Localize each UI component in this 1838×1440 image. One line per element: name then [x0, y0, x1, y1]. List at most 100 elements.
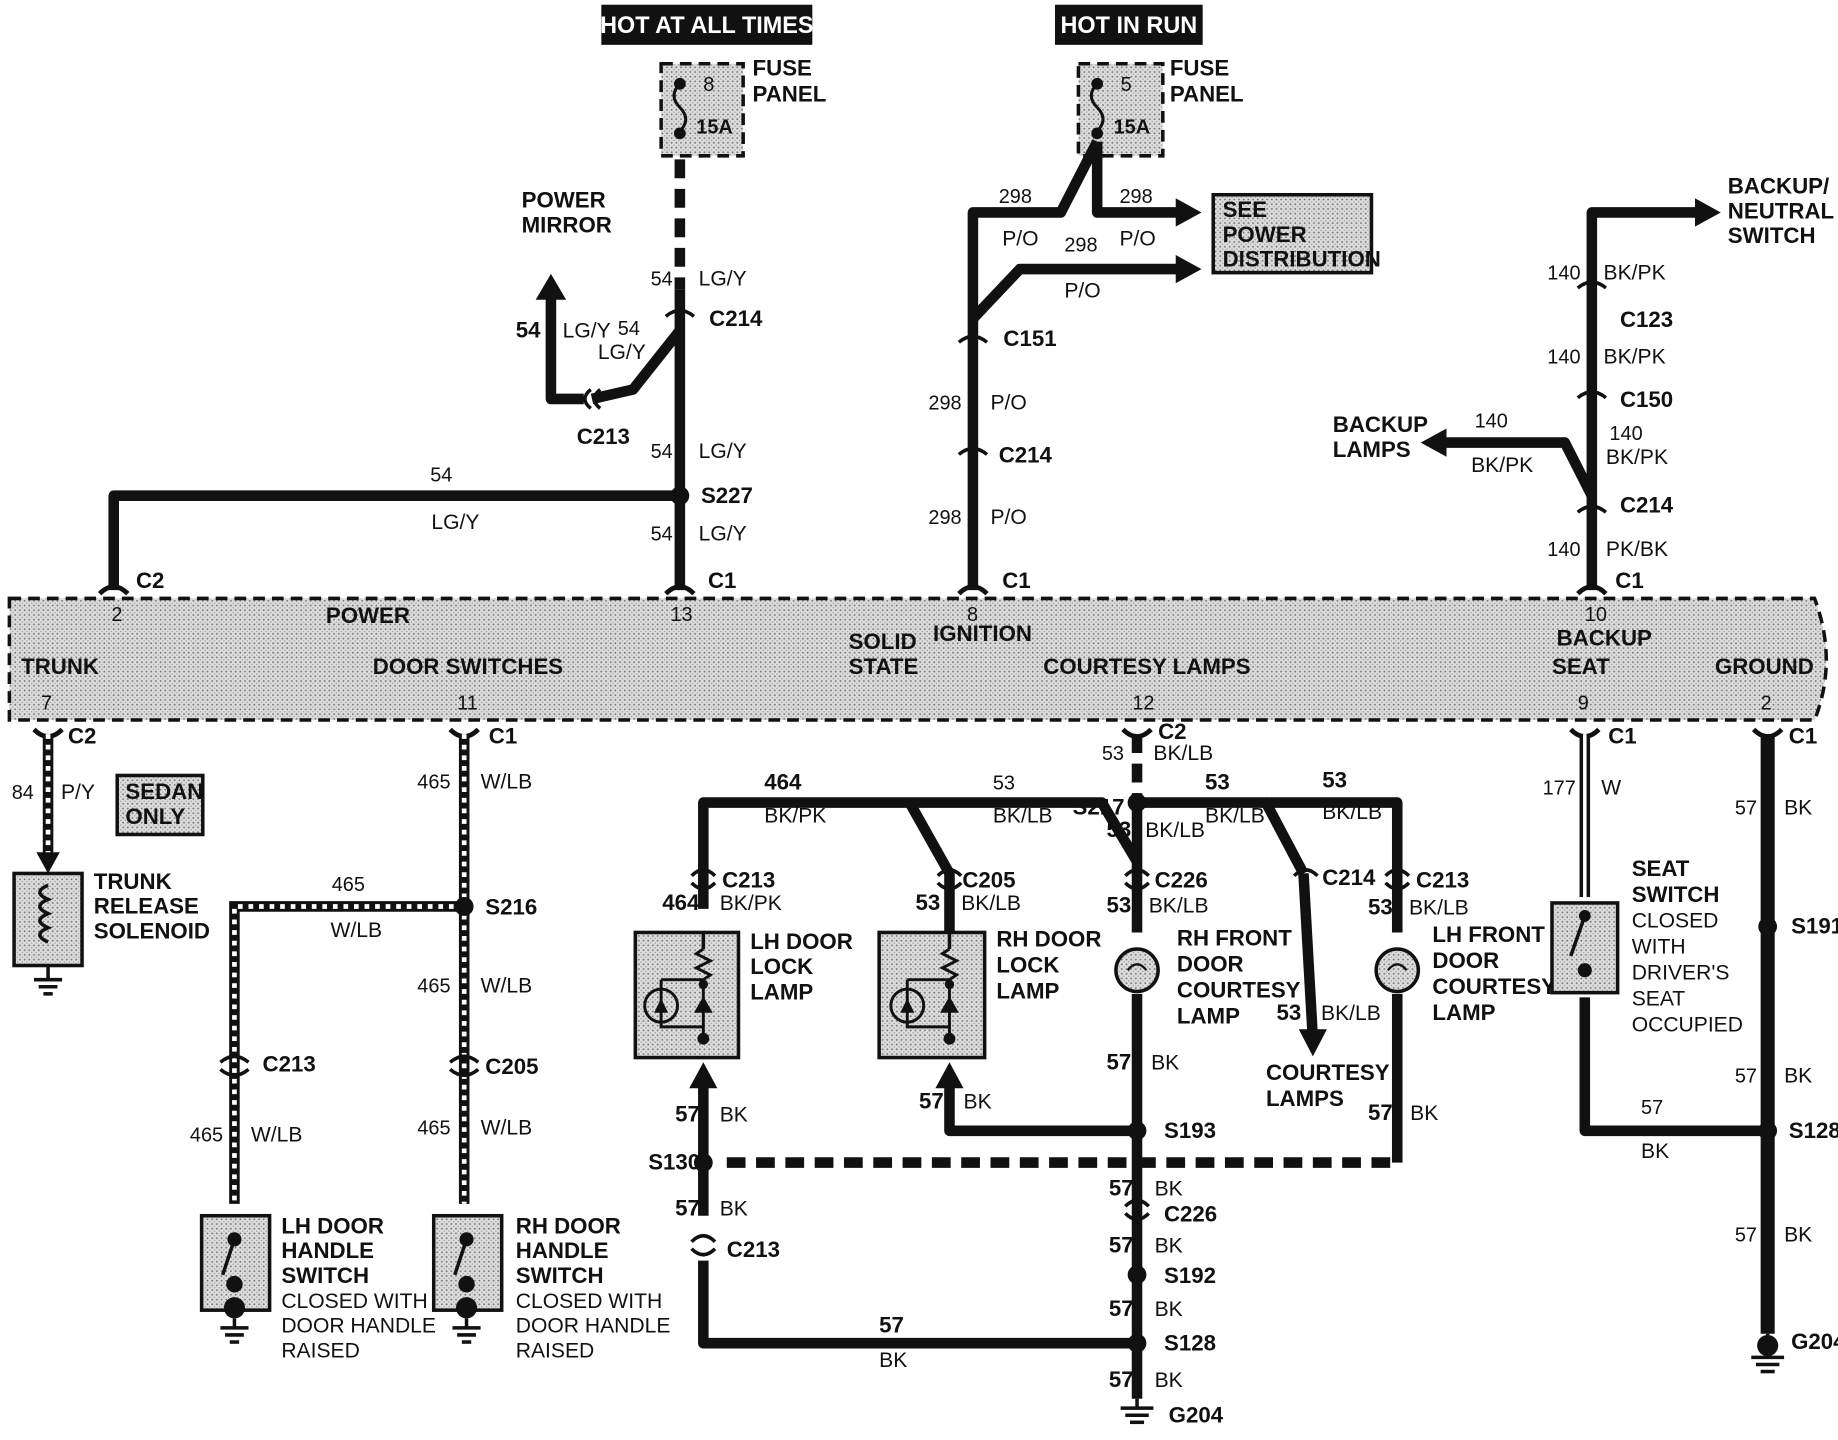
diagram-label: RELEASE	[94, 894, 199, 919]
diagram-label: 53	[993, 773, 1015, 795]
lh-front-door-courtesy-lamp	[1374, 947, 1421, 994]
trunk-release-solenoid	[12, 871, 84, 996]
fuse-panel-5: 5 15A FUSE PANEL	[1076, 55, 1244, 158]
connector-c214: C214	[709, 306, 763, 331]
splice-s128: S128	[1164, 1330, 1216, 1355]
connector-c1: C1	[1615, 568, 1643, 593]
diagram-label: DRIVER'S	[1632, 962, 1730, 985]
splice-s191: S191	[1791, 914, 1838, 939]
diagram-label: 57	[1735, 1065, 1757, 1087]
diagram-label: 54	[651, 524, 673, 546]
diagram-label: HOT AT ALL TIMES	[600, 12, 814, 38]
connector-c213: C213	[577, 424, 630, 449]
diagram-label: HANDLE	[281, 1238, 374, 1263]
diagram-label: LG/Y	[699, 268, 747, 291]
diagram-label: DOOR HANDLE	[516, 1315, 671, 1338]
connector-c1: C1	[1608, 724, 1636, 749]
diagram-label: CLOSED	[1632, 910, 1719, 933]
diagram-label: LAMP	[996, 978, 1059, 1003]
diagram-label: BACKUP	[1557, 626, 1652, 651]
diagram-label: SEE	[1223, 197, 1268, 222]
diagram-label: 15A	[1114, 116, 1151, 138]
diagram-label: PANEL	[1170, 81, 1244, 106]
diagram-label: COURTESY	[1432, 974, 1556, 999]
diagram-label: 54	[651, 441, 673, 463]
connector-c214: C214	[999, 443, 1053, 468]
diagram-label: POWER	[326, 603, 410, 628]
diagram-label: BK	[1155, 1178, 1183, 1201]
rh-front-door-courtesy-lamp	[1114, 947, 1160, 994]
diagram-label: BK/LB	[1145, 819, 1205, 842]
diagram-label: BK/PK	[1604, 345, 1666, 368]
circuit-465-door-switches	[219, 734, 480, 1204]
lh-door-handle-switch	[199, 1213, 272, 1344]
diagram-label: BK	[1784, 1224, 1812, 1247]
diagram-label: BK/PK	[764, 805, 826, 828]
diagram-label: 140	[1609, 423, 1642, 445]
diagram-label: BK/PK	[1606, 446, 1668, 469]
diagram-label: RAISED	[281, 1339, 360, 1362]
diagram-label: BK	[1151, 1051, 1179, 1074]
diagram-label: IGNITION	[933, 621, 1032, 646]
connector-c1: C1	[489, 724, 517, 749]
diagram-label: 5	[1121, 74, 1132, 96]
diagram-label: GROUND	[1715, 654, 1814, 679]
diagram-label: LH FRONT	[1432, 922, 1545, 947]
diagram-label: 465	[332, 874, 365, 896]
diagram-label: 57	[1109, 1176, 1134, 1201]
diagram-label: LAMP	[750, 980, 813, 1005]
diagram-label: RH FRONT	[1177, 925, 1292, 950]
diagram-label: PK/BK	[1606, 538, 1668, 561]
diagram-label: BK/LB	[1321, 1002, 1381, 1025]
diagram-label: W/LB	[251, 1123, 303, 1146]
diagram-label: STATE	[849, 654, 919, 679]
connector-c2: C2	[1158, 719, 1186, 744]
diagram-label: LAMPS	[1266, 1086, 1344, 1111]
diagram-label: BK	[964, 1090, 992, 1113]
diagram-label: BK	[1155, 1369, 1183, 1392]
diagram-label: 57	[1109, 1367, 1134, 1392]
diagram-label: 53	[1368, 895, 1393, 920]
seat-switch-ground-wire	[1579, 997, 1771, 1137]
diagram-label: BK/LB	[961, 892, 1021, 915]
splice-s227: S227	[701, 483, 753, 508]
connector-c213: C213	[722, 868, 775, 893]
circuit-53-courtesy-feed	[690, 734, 1411, 1057]
ground-g204: G204	[1791, 1329, 1838, 1354]
diagram-label: SWITCH	[1728, 223, 1816, 248]
diagram-label: SOLENOID	[94, 918, 210, 943]
diagram-label: 12	[1132, 692, 1154, 714]
splice-s216: S216	[485, 895, 537, 920]
see-power-distribution-note: SEE POWER DISTRIBUTION	[1211, 192, 1381, 275]
connector-c2: C2	[68, 724, 96, 749]
diagram-label: LAMPS	[1333, 437, 1411, 462]
solid-state-module: 2 13 8 10 POWER TRUNK DOOR SWITCHES SOLI…	[7, 596, 1829, 722]
diagram-label: 298	[1064, 234, 1097, 256]
diagram-label: PANEL	[753, 81, 827, 106]
diagram-label: MIRROR	[522, 212, 612, 237]
diagram-label: HANDLE	[516, 1238, 609, 1263]
circuit-57-ground-network	[689, 993, 1403, 1425]
diagram-label: 140	[1475, 410, 1508, 432]
diagram-label: LG/Y	[598, 341, 646, 364]
ground-g204: G204	[1169, 1402, 1224, 1427]
diagram-label: 2	[1761, 692, 1772, 714]
diagram-label: 465	[190, 1124, 223, 1146]
diagram-label: LG/Y	[699, 523, 747, 546]
connector-c150: C150	[1620, 387, 1673, 412]
diagram-label: 57	[1109, 1232, 1134, 1257]
diagram-label: LG/Y	[563, 320, 611, 343]
splice-s217: S217	[1073, 794, 1125, 819]
hot-at-all-times-tag: HOT AT ALL TIMES	[600, 4, 814, 45]
diagram-label: 177	[1543, 777, 1576, 799]
diagram-label: W/LB	[481, 770, 533, 793]
diagram-label: 57	[1641, 1097, 1663, 1119]
diagram-label: 53	[1102, 743, 1124, 765]
courtesy-lamps-label: COURTESY	[1266, 1060, 1390, 1085]
diagram-label: W	[1601, 776, 1621, 799]
connector-c214: C214	[1322, 865, 1376, 890]
diagram-label: BK	[1410, 1102, 1438, 1125]
diagram-label: HOT IN RUN	[1060, 12, 1197, 38]
diagram-label: RH DOOR	[516, 1213, 621, 1238]
diagram-label: ONLY	[125, 804, 185, 829]
